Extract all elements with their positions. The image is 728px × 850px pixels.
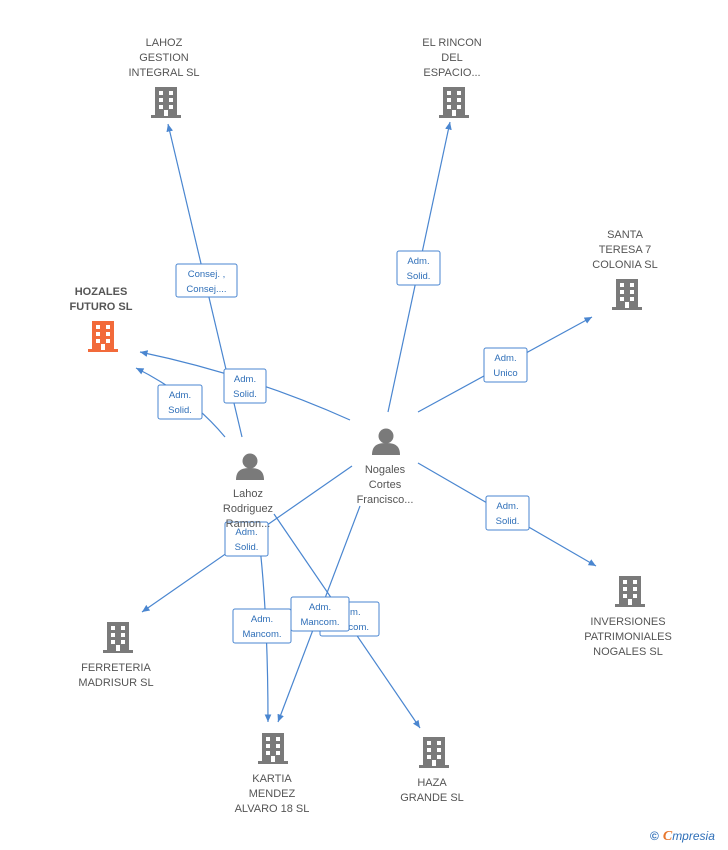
node-lahoz-rodriguez-ramon[interactable]: Lahoz Rodriguez Ramon...	[223, 453, 273, 531]
node-label-line: SANTA	[607, 229, 644, 241]
node-haza-grande[interactable]: HAZA GRANDE SL	[400, 737, 464, 804]
node-label-line: DEL	[441, 52, 462, 64]
building-icon	[151, 87, 181, 118]
relation-label-adm-mancom[interactable]: Adm. Mancom.	[232, 608, 292, 644]
node-label-line: ESPACIO...	[423, 67, 480, 79]
node-santa-teresa-7-colonia[interactable]: SANTA TERESA 7 COLONIA SL	[592, 229, 658, 310]
node-kartia-mendez-alvaro-18[interactable]: KARTIA MENDEZ ALVARO 18 SL	[235, 733, 310, 815]
node-label-line: GESTION	[139, 52, 189, 64]
relation-label-adm-mancom[interactable]: Adm. Mancom.	[290, 596, 350, 632]
building-icon	[258, 733, 288, 764]
relation-label-line: Adm.	[494, 353, 516, 364]
node-label-line: ALVARO 18 SL	[235, 803, 310, 815]
building-icon	[103, 622, 133, 653]
relation-label-consej[interactable]: Consej. , Consej....	[175, 263, 238, 298]
node-label-line: TERESA 7	[599, 244, 652, 256]
node-label-line: EL RINCON	[422, 37, 482, 49]
edges	[135, 121, 597, 729]
node-label-line: COLONIA SL	[592, 259, 657, 271]
relation-label-line: Adm.	[496, 501, 518, 512]
node-label-line: Rodriguez	[223, 503, 273, 515]
node-label-line: Cortes	[369, 479, 402, 491]
node-label-line: INTEGRAL SL	[128, 67, 199, 79]
node-label-line: LAHOZ	[146, 37, 183, 49]
building-icon	[419, 737, 449, 768]
relation-label-line: Adm.	[234, 374, 256, 385]
relation-label-adm-solid[interactable]: Adm. Solid.	[223, 368, 267, 404]
person-icon	[372, 428, 400, 455]
relation-label-line: Solid.	[168, 405, 192, 416]
relation-label-adm-solid[interactable]: Adm. Solid.	[396, 250, 441, 286]
building-icon	[88, 321, 118, 352]
node-label-line: Francisco...	[357, 494, 414, 506]
relation-label-line: Solid.	[233, 389, 257, 400]
relation-label-line: Adm.	[251, 614, 273, 625]
building-icon	[439, 87, 469, 118]
relation-label-line: Mancom.	[300, 617, 339, 628]
relation-label-line: Solid.	[235, 542, 259, 553]
empresia-watermark: ©Cmpresia	[650, 829, 715, 845]
brand-name: mpresia	[672, 829, 715, 843]
relation-label-line: Solid.	[407, 271, 431, 282]
relation-label-line: Adm.	[407, 256, 429, 267]
relation-label-adm-solid[interactable]: Adm. Solid.	[485, 495, 530, 531]
node-label-line: FUTURO SL	[70, 301, 133, 313]
node-nogales-cortes-francisco[interactable]: Nogales Cortes Francisco...	[357, 428, 414, 507]
node-label-line: FERRETERIA	[81, 662, 151, 674]
node-label-line: NOGALES SL	[593, 646, 663, 658]
node-label-line: KARTIA	[252, 773, 292, 785]
relation-label-line: Consej. ,	[188, 269, 226, 280]
node-inversiones-patrimoniales-nogales[interactable]: INVERSIONES PATRIMONIALES NOGALES SL	[584, 576, 672, 658]
node-lahoz-gestion-integral[interactable]: LAHOZ GESTION INTEGRAL SL	[128, 37, 200, 118]
node-label-line: MENDEZ	[249, 788, 296, 800]
relation-label-line: Unico	[493, 368, 517, 379]
node-label-line: HAZA	[417, 777, 447, 789]
relation-label-line: Consej....	[186, 284, 226, 295]
relation-label-line: Adm.	[309, 602, 331, 613]
relation-label-line: Solid.	[496, 516, 520, 527]
node-label-line: HOZALES	[75, 286, 128, 298]
node-label-line: GRANDE SL	[400, 792, 464, 804]
node-label-line: Nogales	[365, 464, 406, 476]
relation-label-line: Mancom.	[242, 629, 281, 640]
node-el-rincon-del-espacio[interactable]: EL RINCON DEL ESPACIO...	[422, 37, 482, 118]
copyright-icon: ©	[650, 829, 659, 843]
person-icon	[236, 453, 264, 480]
relation-label-line: Adm.	[169, 390, 191, 401]
node-label-line: Lahoz	[233, 488, 263, 500]
node-label-line: INVERSIONES	[590, 616, 665, 628]
node-label-line: MADRISUR SL	[78, 677, 153, 689]
relation-label-adm-solid[interactable]: Adm. Solid.	[157, 384, 203, 420]
relation-labels: Consej. , Consej.... Adm. Solid. Adm. So…	[157, 250, 530, 644]
building-icon	[612, 279, 642, 310]
node-hozales-futuro[interactable]: HOZALES FUTURO SL	[70, 286, 133, 352]
relation-label-adm-unico[interactable]: Adm. Unico	[483, 347, 528, 383]
node-label-line: PATRIMONIALES	[584, 631, 672, 643]
brand-initial: C	[662, 829, 673, 844]
relation-label-line: Adm.	[235, 527, 257, 538]
relation-label-adm-solid[interactable]: Adm. Solid.	[224, 521, 269, 557]
building-icon	[615, 576, 645, 607]
node-ferreteria-madrisur[interactable]: FERRETERIA MADRISUR SL	[78, 622, 154, 689]
node-label-line: Ramon...	[226, 518, 271, 530]
